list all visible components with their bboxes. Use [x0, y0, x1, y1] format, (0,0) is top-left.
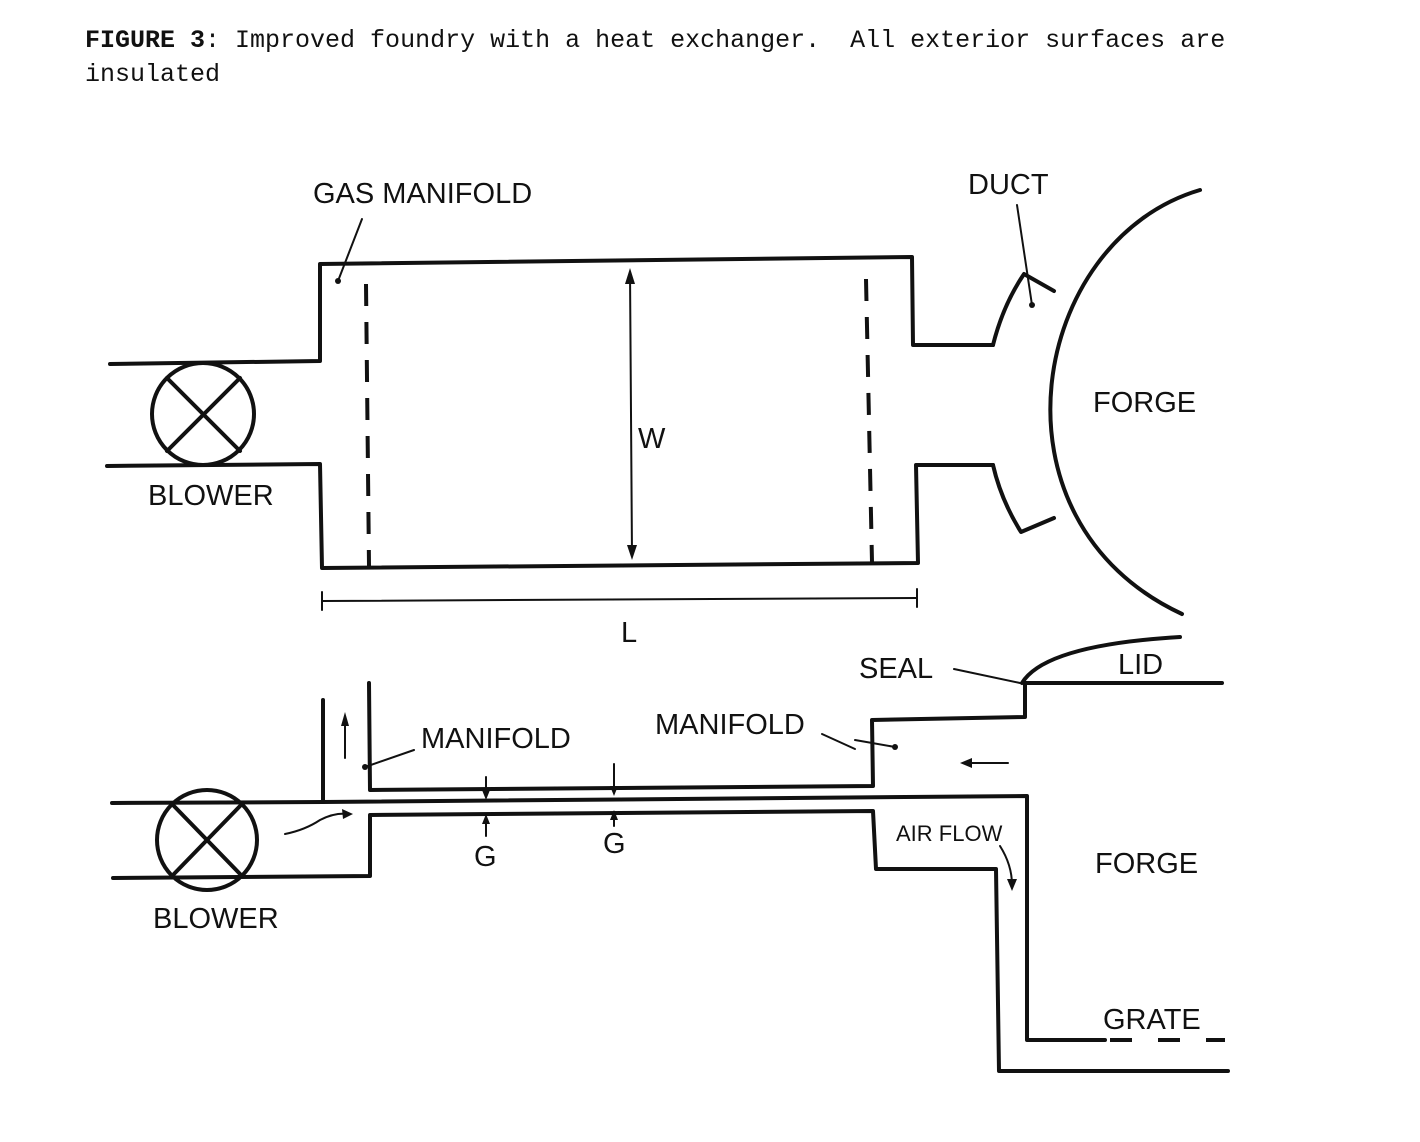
- width-label: W: [638, 423, 666, 455]
- top-forge-wall: [1048, 188, 1202, 616]
- caption-text: : Improved foundry with a heat exchanger…: [85, 26, 1241, 89]
- manifold-right-label: MANIFOLD: [655, 709, 805, 741]
- grate-label: GRATE: [1103, 1004, 1201, 1036]
- manifold-right-leader-2: [854, 739, 896, 748]
- width-dimension-arrow: [625, 268, 637, 560]
- bottom-inlet-pipe-upper: [110, 794, 1107, 1042]
- bottom-blower-label: BLOWER: [153, 903, 279, 935]
- top-manifold-wall-left: [364, 283, 371, 567]
- seal-leader: [953, 668, 1021, 684]
- top-blower-icon: [150, 361, 256, 467]
- inlet-flow-arrow: [284, 809, 353, 835]
- top-duct-lower: [991, 463, 1056, 534]
- figure-caption: FIGURE 3: Improved foundry with a heat e…: [85, 24, 1365, 92]
- exhaust-flow-arrow: [960, 758, 1009, 768]
- exhaust-manifold-upper: [367, 681, 1224, 792]
- manifold-left-leader: [364, 749, 415, 768]
- gas-manifold-leader: [337, 218, 363, 282]
- top-manifold-wall-right: [864, 278, 874, 563]
- manifold-right-leader: [821, 733, 856, 750]
- gap-marker-1: [482, 776, 490, 837]
- duct-label: DUCT: [968, 169, 1049, 201]
- top-duct-upper: [991, 272, 1056, 347]
- lid-label: LID: [1118, 649, 1163, 681]
- air-flow-label: AIR FLOW: [896, 821, 1003, 846]
- bottom-forge-label: FORGE: [1095, 848, 1198, 880]
- bottom-blower-icon: [155, 788, 259, 892]
- gap-1-label: G: [474, 841, 497, 873]
- bottom-inlet-pipe-lower: [111, 809, 1230, 1073]
- top-forge-label: FORGE: [1093, 387, 1196, 419]
- duct-leader: [1016, 204, 1033, 306]
- air-flow-arrow: [999, 845, 1017, 891]
- lid: [1020, 635, 1182, 685]
- seal-label: SEAL: [859, 653, 933, 685]
- gap-2-label: G: [603, 828, 626, 860]
- length-label: L: [621, 617, 637, 649]
- length-dimension-line: [321, 588, 918, 611]
- gas-manifold-label: GAS MANIFOLD: [313, 178, 532, 210]
- top-inlet-pipe-lower: [105, 462, 995, 570]
- top-inlet-pipe-upper: [108, 255, 995, 366]
- figure-label: FIGURE 3: [85, 26, 206, 55]
- gap-marker-2: [610, 763, 618, 827]
- top-blower-label: BLOWER: [148, 480, 274, 512]
- up-flow-arrow: [341, 712, 349, 759]
- top-diagram: GAS MANIFOLD DUCT BLOWER W L FORGE: [105, 169, 1202, 649]
- bottom-diagram: BLOWER MANIFOLD MANIFOLD G G SEAL LID AI…: [110, 635, 1230, 1073]
- manifold-left-label: MANIFOLD: [421, 723, 571, 755]
